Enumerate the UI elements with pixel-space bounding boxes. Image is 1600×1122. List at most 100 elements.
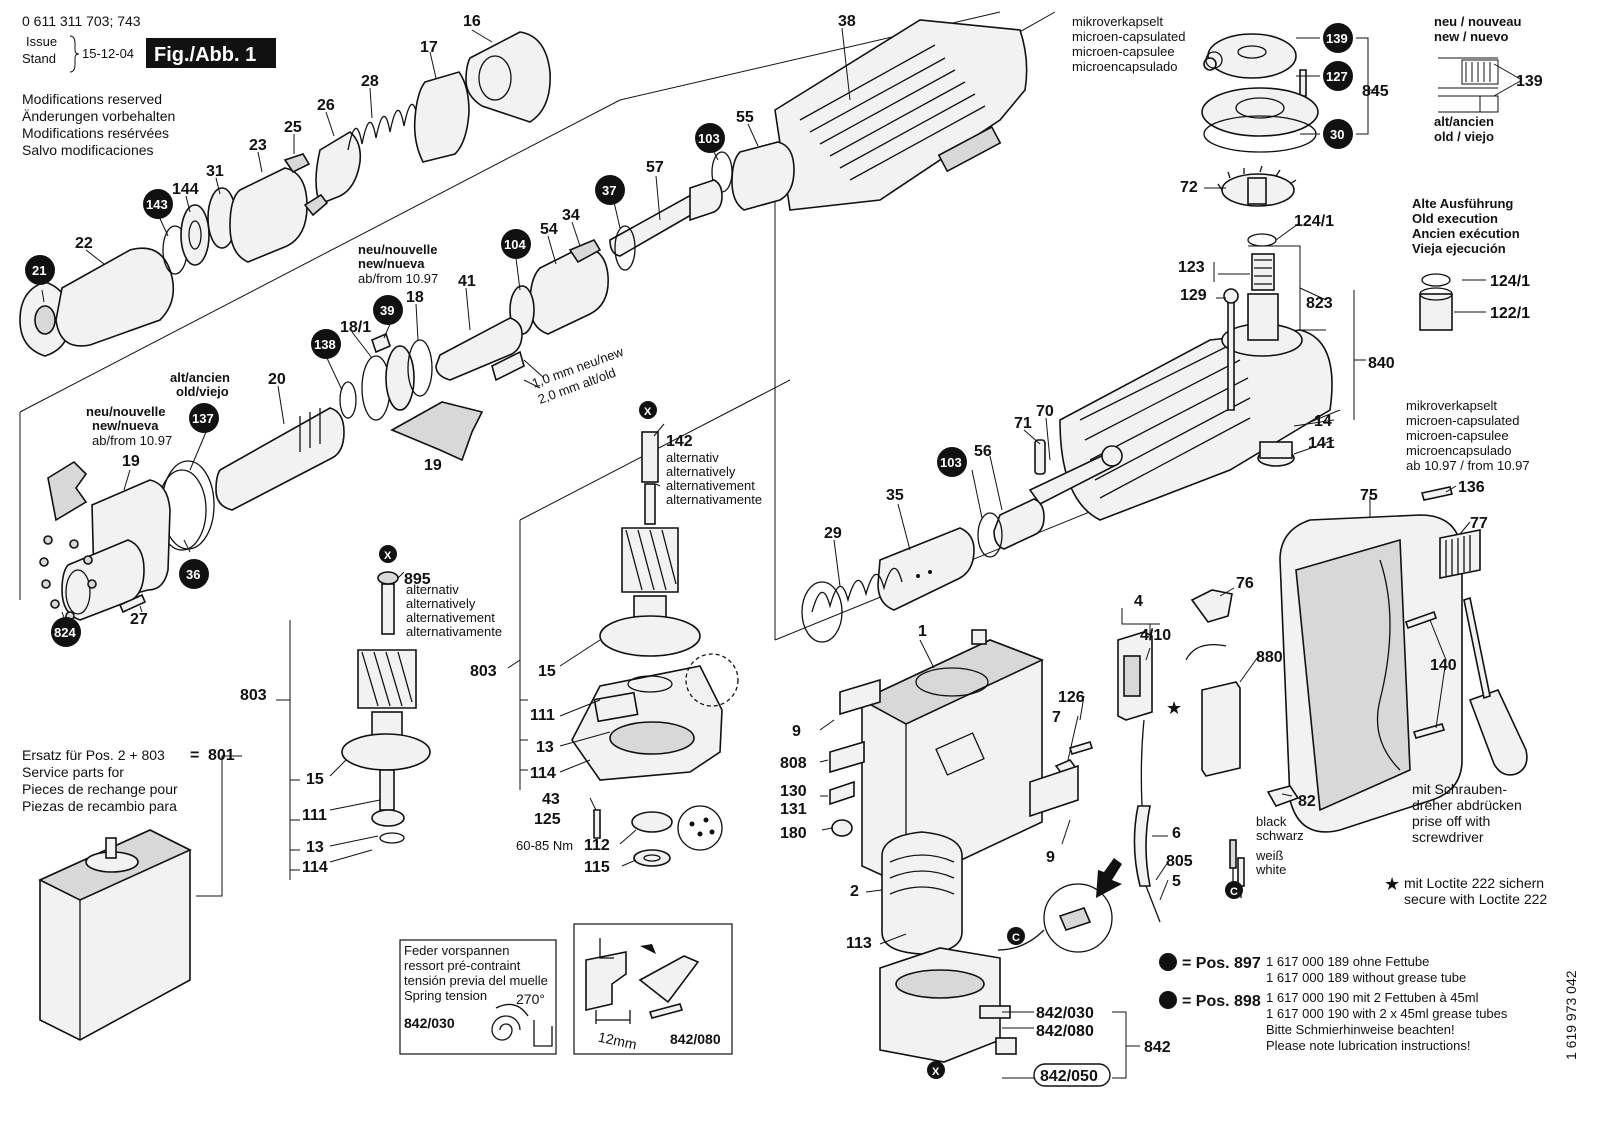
circle-39 <box>373 295 403 325</box>
label-16: 16 <box>463 13 481 30</box>
label-805: 805 <box>1166 853 1193 870</box>
label-2: 2 <box>850 883 859 900</box>
spring-bracket <box>533 1020 553 1047</box>
label-125: 125 <box>534 811 561 828</box>
part-127-head <box>1203 57 1217 71</box>
part-840-fins <box>1079 344 1251 499</box>
wire-black <box>1229 839 1237 869</box>
neu-left-line: new/nueva <box>92 418 159 433</box>
label-41: 41 <box>458 273 476 290</box>
micro-top-line: microencapsulado <box>1072 59 1178 74</box>
label-19-left: 19 <box>122 453 140 470</box>
part-72-hub <box>1247 177 1267 205</box>
grease-897-label: = Pos. 897 <box>1182 955 1261 972</box>
service-parts-line: Service parts for <box>22 764 124 780</box>
service-parts-line: Ersatz für Pos. 2 + 803 <box>22 747 165 763</box>
label-842: 842 <box>1144 1039 1171 1056</box>
armature-left-fan <box>341 733 431 771</box>
clip-box-clip <box>599 938 614 959</box>
label-56: 56 <box>974 443 992 460</box>
grease-897-line: 1 617 000 189 ohne Fettube <box>1266 954 1429 969</box>
circled-labels: 143 21 103 37 104 39 138 137 36 824 139 … <box>25 23 1353 1079</box>
modifications-note: Modifications reserved Änderungen vorbeh… <box>22 91 175 158</box>
label-126: 126 <box>1058 689 1085 706</box>
section-new-hatch <box>1465 62 1491 82</box>
service-parts-equals: = <box>190 747 199 764</box>
marker-c-magnifier: C <box>1012 932 1020 944</box>
annotations: mikroverkapselt microen-capsulated micro… <box>22 14 1579 1060</box>
spring-tension-box: Feder vorspannen ressort pré-contraint t… <box>399 939 557 1055</box>
alt-right-line: old / viejo <box>1434 129 1494 144</box>
screwdriver-note-line: mit Schrauben- <box>1412 781 1507 797</box>
label-43: 43 <box>542 791 560 808</box>
star-icon: ★ <box>1384 874 1400 894</box>
old-exec-line: Ancien exécution <box>1412 226 1520 241</box>
marker-x-center: X <box>644 406 652 418</box>
label-124-1-old: 124/1 <box>1490 273 1530 290</box>
spring-box-line: ressort pré-contraint <box>404 958 521 973</box>
part-126 <box>1068 741 1094 755</box>
issue-label: Issue <box>26 34 57 49</box>
label-21: 21 <box>32 263 46 278</box>
label-4: 4 <box>1134 593 1143 610</box>
circle-30 <box>1323 119 1353 149</box>
label-31: 31 <box>206 163 224 180</box>
part-112 <box>631 811 673 833</box>
label-824: 824 <box>54 625 76 640</box>
alt2-line: alternativement <box>666 478 755 493</box>
clip-box-arrow <box>640 944 656 954</box>
label-840: 840 <box>1368 355 1395 372</box>
screwdriver-note-line: dreher abdrücken <box>1412 797 1522 813</box>
label-29: 29 <box>824 525 842 542</box>
label-18-1: 18/1 <box>340 319 371 336</box>
modifications-line: Modifications resérvées <box>22 125 169 141</box>
alt-right-line: alt/ancien <box>1434 114 1494 129</box>
label-114-center: 114 <box>530 765 556 782</box>
label-13-left: 13 <box>306 839 324 856</box>
part-30-cover-hub <box>1235 97 1285 119</box>
part-842-bore <box>895 969 985 999</box>
part-840-body <box>1059 329 1333 521</box>
label-803-center: 803 <box>470 663 497 680</box>
part-77-ribs <box>1445 535 1471 576</box>
modifications-line: Salvo modificaciones <box>22 142 154 158</box>
tool-holder <box>39 332 484 621</box>
part-6 <box>1133 805 1151 887</box>
marker-c-wires: C <box>1230 886 1238 898</box>
part-20 <box>215 407 345 511</box>
part-26 <box>315 131 362 206</box>
neu-right-line: neu / nouveau <box>1434 14 1521 29</box>
circle-103-mid <box>937 447 967 477</box>
label-113: 113 <box>846 935 872 952</box>
label-6: 6 <box>1172 825 1181 842</box>
label-34: 34 <box>562 207 580 224</box>
label-131: 131 <box>780 801 807 818</box>
part-56 <box>993 498 1045 550</box>
alt1-line: alternativement <box>406 610 495 625</box>
label-72: 72 <box>1180 179 1198 196</box>
part-21-bore <box>34 305 56 335</box>
marker-x-left: X <box>384 550 392 562</box>
star-icon-switch: ★ <box>1166 698 1182 718</box>
label-130: 130 <box>780 783 807 800</box>
magnifier-detail-part <box>1058 907 1092 931</box>
label-4-10: 4/10 <box>1140 627 1171 644</box>
grease-897-line: 1 617 000 189 without grease tube <box>1266 970 1466 985</box>
part-124-1 <box>1247 233 1277 247</box>
grease-898-line: 1 617 000 190 with 2 x 45ml grease tubes <box>1266 1006 1508 1021</box>
leader-lines <box>41 27 1523 1079</box>
label-842-030: 842/030 <box>1036 1005 1094 1022</box>
label-22: 22 <box>75 235 93 252</box>
label-122-1: 122/1 <box>1490 305 1530 322</box>
label-842-050: 842/050 <box>1040 1068 1098 1085</box>
neu-mid-line: new/nueva <box>358 256 425 271</box>
part-138 <box>339 381 357 419</box>
part-labels: 16 17 28 26 25 23 31 144 22 38 55 57 54 … <box>75 13 1543 1087</box>
clip-box: 12mm 842/080 <box>573 923 733 1055</box>
clip-box-screw <box>648 1003 684 1019</box>
part-842 <box>879 947 1001 1063</box>
part-38 <box>774 19 1028 211</box>
circle-c-wires <box>1225 881 1243 899</box>
part-139 <box>1207 33 1297 79</box>
part-34 <box>568 238 602 264</box>
